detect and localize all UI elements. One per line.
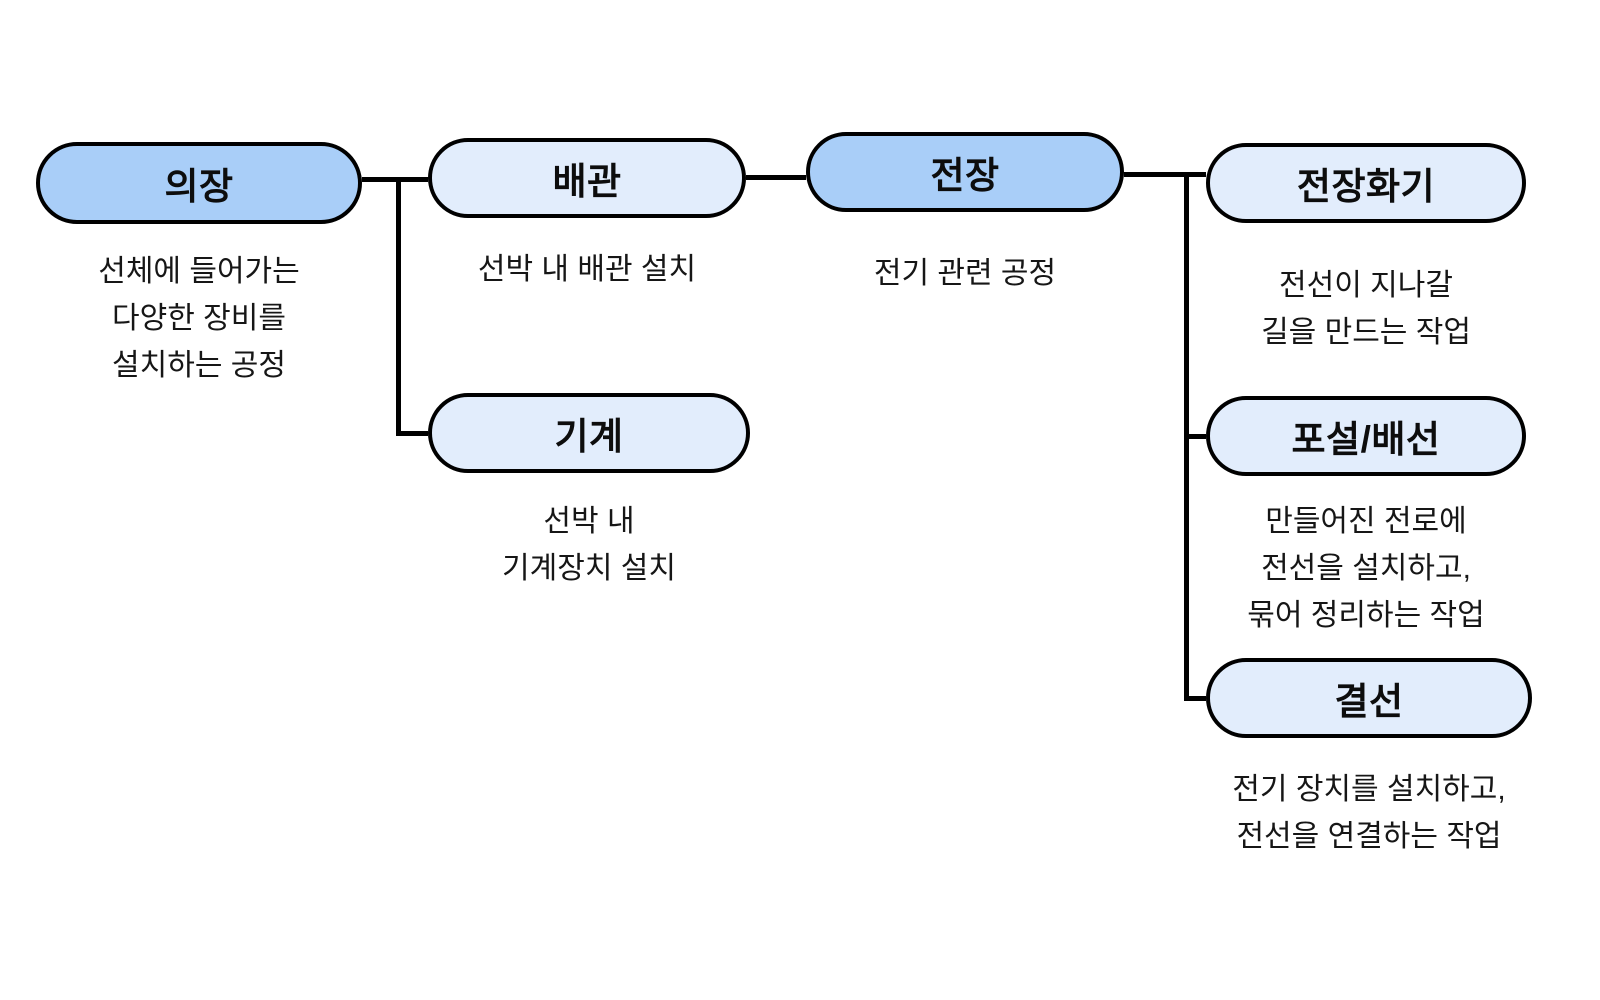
- node-jeonjang-hwagi: 전장화기: [1206, 143, 1526, 223]
- node-gyeolseon-label: 결선: [1334, 681, 1404, 722]
- node-baegwan: 배관: [428, 138, 746, 218]
- node-poseol-baeseon: 포설/배선: [1206, 396, 1526, 476]
- node-gigye-description: 선박 내 기계장치 설치: [502, 505, 676, 585]
- connector-jeonjang-to-branch: [1124, 172, 1206, 177]
- node-gyeolseon-description: 전기 장치를 설치하고, 전선을 연결하는 작업: [1232, 773, 1506, 853]
- node-uijang: 의장: [36, 142, 362, 224]
- node-baegwan-description: 선박 내 배관 설치: [477, 253, 697, 286]
- node-baegwan-label: 배관: [552, 161, 622, 202]
- connector-branch-to-poseol-baeseon: [1184, 434, 1206, 439]
- node-uijang-label: 의장: [164, 166, 234, 207]
- node-poseol-baeseon-description: 만들어진 전로에 전선을 설치하고, 묶어 정리하는 작업: [1247, 505, 1485, 632]
- node-gyeolseon: 결선: [1206, 658, 1532, 738]
- node-jeonjang-label: 전장: [930, 155, 1000, 196]
- node-gigye: 기계: [428, 393, 750, 473]
- connector-branch-to-gyeolseon: [1184, 696, 1206, 701]
- connector-baegwan-to-jeonjang: [746, 175, 806, 180]
- node-uijang-description: 선체에 들어가는 다양한 장비를 설치하는 공정: [98, 255, 300, 382]
- node-jeonjang-hwagi-label: 전장화기: [1296, 166, 1436, 207]
- node-gigye-label: 기계: [554, 416, 624, 457]
- connector-branch-to-gigye: [396, 431, 428, 436]
- node-jeonjang-description: 전기 관련 공정: [873, 257, 1057, 290]
- connector-uijang-branch-vertical: [396, 177, 401, 436]
- node-poseol-baeseon-label: 포설/배선: [1291, 419, 1441, 460]
- connector-uijang-to-branch: [362, 177, 428, 182]
- node-jeonjang: 전장: [806, 132, 1124, 212]
- node-jeonjang-hwagi-description: 전선이 지나갈 길을 만드는 작업: [1261, 269, 1471, 349]
